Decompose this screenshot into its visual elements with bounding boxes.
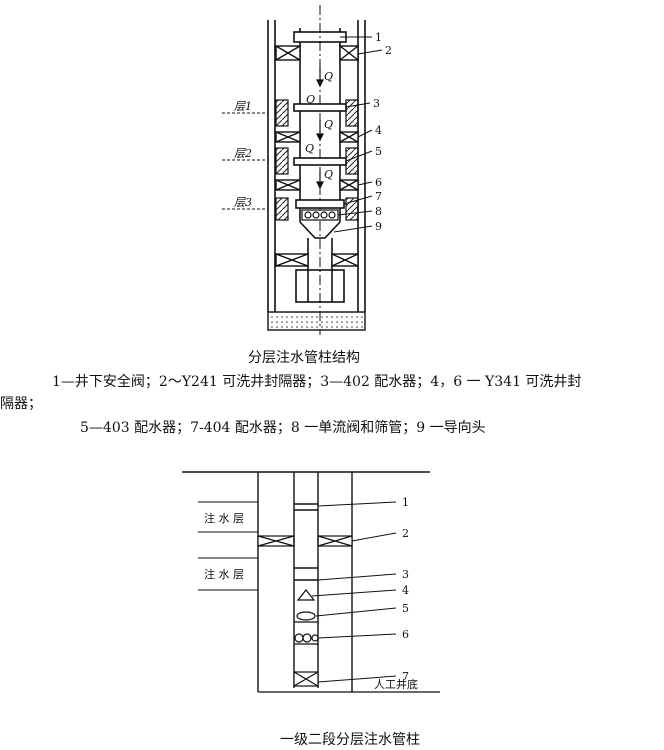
layer-label: 层2 (234, 147, 252, 160)
callout-numbers: 1 2 3 4 5 6 7 (402, 496, 409, 683)
layer-labels: 层1 层2 层3 (234, 100, 252, 209)
layer-label: 层3 (234, 196, 252, 209)
layer-labels: 注 水 层 注 水 层 (204, 511, 244, 581)
callout-number: 9 (375, 220, 382, 233)
figure-1-legend-line-1: 1—井下安全阀；2～Y241 可洗井封隔器；3—402 配水器；4，6 一 Y3… (52, 374, 582, 390)
callout-number: 3 (373, 97, 380, 110)
figure-2-two-stage-injection-string: 注 水 层 注 水 层 人工井底 (182, 471, 440, 693)
perforations (275, 99, 359, 221)
figure-1-injection-string-structure: Q Q Q Q Q 层1 层2 层3 1 2 3 4 5 6 7 8 9 (222, 5, 392, 335)
flow-label: Q (324, 118, 333, 131)
layer-label: 注 水 层 (204, 567, 244, 581)
callout-number: 1 (402, 496, 409, 509)
callout-numbers: 1 2 3 4 5 6 7 8 9 (373, 31, 392, 233)
figure-1-legend-line-2: 隔器； (0, 396, 42, 412)
artificial-bottom-label: 人工井底 (374, 677, 418, 691)
callout-leaders (333, 36, 383, 233)
layer-label: 层1 (234, 100, 252, 113)
callout-number: 1 (375, 31, 382, 44)
tubing (293, 472, 319, 688)
flow-label: Q (324, 70, 333, 83)
flow-labels: Q Q Q Q Q (305, 70, 333, 181)
packer (257, 535, 353, 547)
casing (257, 472, 353, 692)
callout-leaders (311, 501, 397, 683)
figure-1-legend-line-3: 5—403 配水器；7-404 配水器；8 一单流阀和筛管；9 一导向头 (80, 420, 486, 436)
guide-cone (296, 589, 316, 601)
callout-number: 4 (375, 124, 382, 137)
flow-arrows (316, 66, 324, 190)
layer-lines (198, 501, 258, 591)
callout-number: 2 (385, 44, 392, 57)
packers (275, 45, 359, 267)
layer-label: 注 水 层 (204, 511, 244, 525)
figure-1-caption: 分层注水管柱结构 (248, 350, 360, 366)
callout-number: 3 (402, 568, 409, 581)
flow-label: Q (305, 142, 314, 155)
callout-number: 6 (402, 628, 409, 641)
layer-leaders (222, 112, 268, 210)
callout-number: 4 (402, 584, 409, 597)
callout-number: 5 (402, 602, 409, 615)
check-valve (294, 611, 318, 623)
callout-number: 8 (375, 205, 382, 218)
check-valve-screen (301, 209, 339, 221)
flow-label: Q (324, 168, 333, 181)
callout-number: 7 (375, 190, 382, 203)
callout-number: 7 (402, 670, 409, 683)
figure-2-caption: 一级二段分层注水管柱 (280, 732, 420, 748)
screen (294, 633, 319, 645)
callout-number: 5 (375, 145, 382, 158)
callout-number: 6 (375, 176, 382, 189)
bottom-plug (267, 311, 366, 331)
callout-number: 2 (402, 527, 409, 540)
flow-label: Q (306, 93, 315, 106)
bottom-packer (293, 671, 319, 687)
